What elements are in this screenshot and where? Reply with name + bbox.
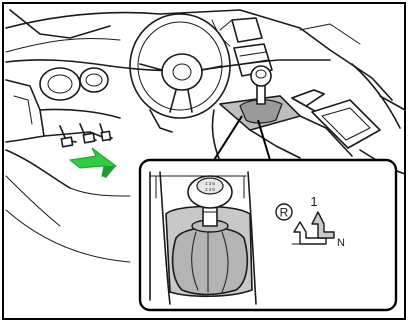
center-stack xyxy=(233,43,273,77)
green-arrow-shadow xyxy=(102,166,116,178)
gauge-right xyxy=(79,67,109,93)
pedal-clutch xyxy=(60,136,74,148)
center-tray xyxy=(311,99,381,149)
knob-pattern-top: 1 3 5 xyxy=(205,181,215,186)
knob-top xyxy=(196,177,224,195)
reverse-label: R xyxy=(280,206,289,220)
car-interior xyxy=(5,9,406,263)
neutral-label: N xyxy=(337,237,345,249)
detail-inset: 1 3 5 2 4 6 R 1 N xyxy=(138,158,398,312)
left-door-panel xyxy=(5,79,45,143)
floor-line xyxy=(5,149,71,189)
shift-knob-small xyxy=(250,65,272,87)
gear-first-label: 1 xyxy=(310,194,317,209)
steering-wheel-outer xyxy=(129,13,231,119)
knob-pattern-bottom: 2 4 6 xyxy=(205,187,215,192)
pedal-accelerator xyxy=(100,130,112,142)
first-gear-path-arrow xyxy=(311,211,335,239)
green-arrow xyxy=(68,147,117,178)
shift-pattern: R 1 N xyxy=(275,194,345,249)
shift-boot xyxy=(171,226,249,296)
pedal-brake xyxy=(82,132,96,144)
steering-hub xyxy=(161,53,203,91)
vent-center xyxy=(231,17,263,43)
steering-column xyxy=(149,109,173,133)
callout-pointer xyxy=(213,115,271,161)
gauge-left xyxy=(39,67,81,101)
shift-boot-small xyxy=(239,99,283,124)
dashboard-top xyxy=(5,59,111,67)
reverse-circle xyxy=(275,203,293,221)
